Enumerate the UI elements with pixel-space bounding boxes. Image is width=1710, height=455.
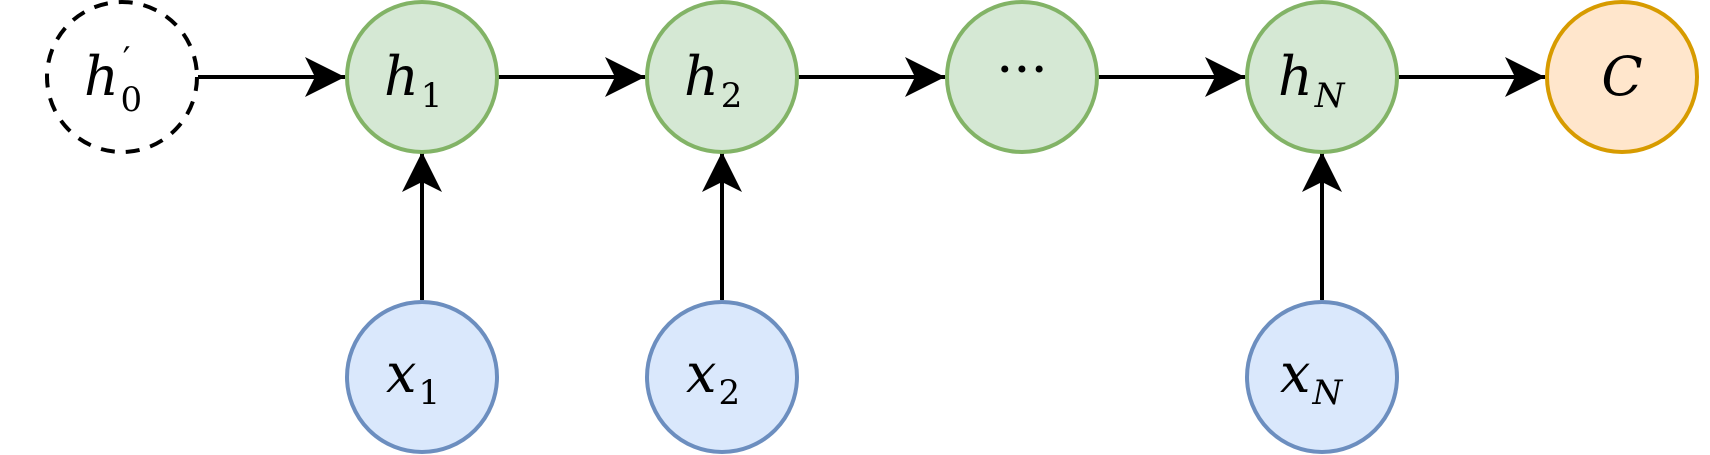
node-h2-base: h	[684, 45, 719, 108]
node-h2-subscript: 2	[721, 76, 743, 116]
node-hN: hN	[1245, 0, 1399, 154]
node-x1-subscript: 1	[418, 373, 440, 413]
node-x1-label: x1	[386, 342, 440, 413]
edges	[198, 57, 1545, 300]
node-x2-label: x2	[686, 342, 740, 413]
node-hN-circle	[1245, 0, 1399, 154]
node-C-label: C	[1601, 45, 1642, 108]
node-x1-circle	[345, 300, 499, 454]
node-xN-label: xN	[1280, 342, 1343, 413]
node-hN-subscript: N	[1314, 76, 1346, 116]
node-h0-prime-mark: ′	[123, 40, 131, 80]
node-hdots-label: ···	[996, 38, 1048, 101]
node-x2-subscript: 2	[718, 373, 740, 413]
node-x2-base: x	[686, 342, 716, 405]
node-h0-circle	[45, 0, 199, 154]
node-hdots-circle	[945, 0, 1099, 154]
node-h1-base: h	[384, 45, 419, 108]
node-h2-circle	[645, 0, 799, 154]
node-h1-circle	[345, 0, 499, 154]
node-h1: h1	[345, 0, 499, 154]
node-hN-label: hN	[1278, 45, 1346, 116]
node-x2-circle	[645, 300, 799, 454]
node-h2: h2	[645, 0, 799, 154]
node-h0-subscript: 0	[121, 80, 143, 120]
node-xN-circle	[1245, 300, 1399, 454]
node-xN-base: x	[1280, 342, 1310, 405]
node-h0-base: h	[84, 45, 119, 108]
node-C-circle	[1545, 0, 1699, 154]
node-hdots: ···	[945, 0, 1099, 154]
node-h1-label: h1	[384, 45, 442, 116]
node-x2: x2	[645, 300, 799, 454]
node-xN-subscript: N	[1311, 373, 1343, 413]
node-h2-label: h2	[684, 45, 742, 116]
node-xN: xN	[1245, 300, 1399, 454]
node-x1: x1	[345, 300, 499, 454]
node-h0-label: h′0	[84, 40, 142, 120]
node-x1-base: x	[386, 342, 416, 405]
node-h1-subscript: 1	[421, 76, 443, 116]
node-hN-base: h	[1278, 45, 1313, 108]
node-C: C	[1545, 0, 1699, 154]
node-h0-prime: h′0	[45, 0, 199, 154]
